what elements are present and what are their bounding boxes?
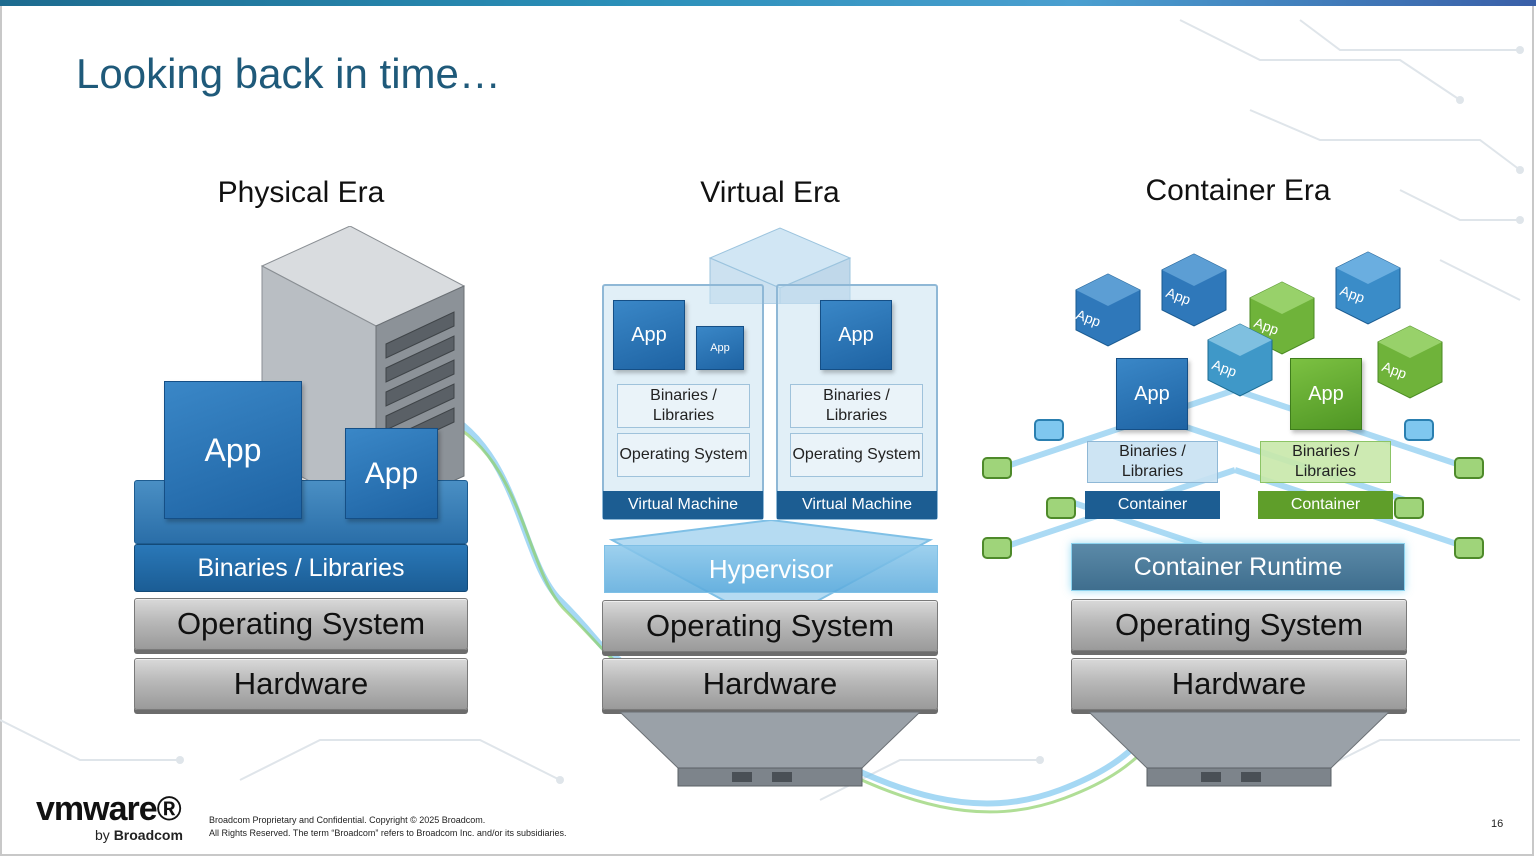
floating-cube-2: App [1158, 252, 1230, 328]
physical-hardware-layer: Hardware [134, 658, 468, 710]
container1-binaries: Binaries / Libraries [1087, 441, 1218, 483]
physical-era-title: Physical Era [217, 176, 385, 209]
by-broadcom-label: by Broadcom [95, 827, 183, 843]
vm2-app: App [820, 300, 892, 370]
container2-binaries: Binaries / Libraries [1260, 441, 1391, 483]
by-prefix: by [95, 827, 114, 843]
physical-app-small: App [345, 428, 438, 519]
floating-cube-3: App [1246, 280, 1318, 356]
page-number: 16 [1491, 818, 1504, 830]
virtual-hardware-layer: Hardware [602, 658, 938, 710]
top-accent-bar [0, 0, 1536, 6]
floating-cube-5: App [1204, 322, 1276, 398]
cube-icon [1207, 323, 1273, 397]
physical-app-large: App [164, 381, 302, 519]
vm1-os: Operating System [617, 433, 750, 477]
container2-label: Container [1258, 491, 1393, 519]
virtual-server-base-icon [618, 711, 922, 787]
container1-app: App [1116, 358, 1188, 430]
cube-icon [1249, 281, 1315, 355]
virtual-era-title: Virtual Era [700, 176, 840, 209]
vm2-label: Virtual Machine [777, 491, 937, 519]
container1-label: Container [1085, 491, 1220, 519]
legal-line-1: Broadcom Proprietary and Confidential. C… [209, 815, 486, 825]
slide-frame [0, 6, 1534, 856]
vm1-label: Virtual Machine [603, 491, 763, 519]
slide-title: Looking back in time… [76, 50, 501, 97]
container-runtime-layer: Container Runtime [1071, 543, 1405, 591]
cube-icon [1335, 251, 1401, 325]
vm1-app: App [613, 300, 685, 370]
cube-icon [1377, 325, 1443, 399]
virtual-os-layer: Operating System [602, 600, 938, 652]
legal-notice: Broadcom Proprietary and Confidential. C… [209, 814, 566, 840]
hypervisor-layer: Hypervisor [604, 545, 938, 593]
vm2-os: Operating System [790, 433, 923, 477]
container-server-base-icon [1087, 711, 1391, 787]
physical-binaries-layer: Binaries / Libraries [134, 544, 468, 592]
container-hardware-layer: Hardware [1071, 658, 1407, 710]
floating-cube-6: App [1374, 324, 1446, 400]
vm1-app-small: App [696, 326, 744, 370]
cube-icon [1075, 273, 1141, 347]
vmware-logo: vmware® [36, 790, 182, 828]
floating-cube-4: App [1332, 250, 1404, 326]
container-era-title: Container Era [1145, 174, 1331, 207]
floating-cube-1: App [1072, 272, 1144, 348]
cube-icon [1161, 253, 1227, 327]
broadcom-brand: Broadcom [113, 827, 183, 843]
legal-line-2: All Rights Reserved. The term “Broadcom”… [209, 828, 567, 838]
physical-os-layer: Operating System [134, 598, 468, 650]
vm1-binaries: Binaries / Libraries [617, 384, 750, 428]
vm2-binaries: Binaries / Libraries [790, 384, 923, 428]
container-os-layer: Operating System [1071, 599, 1407, 651]
container2-app: App [1290, 358, 1362, 430]
